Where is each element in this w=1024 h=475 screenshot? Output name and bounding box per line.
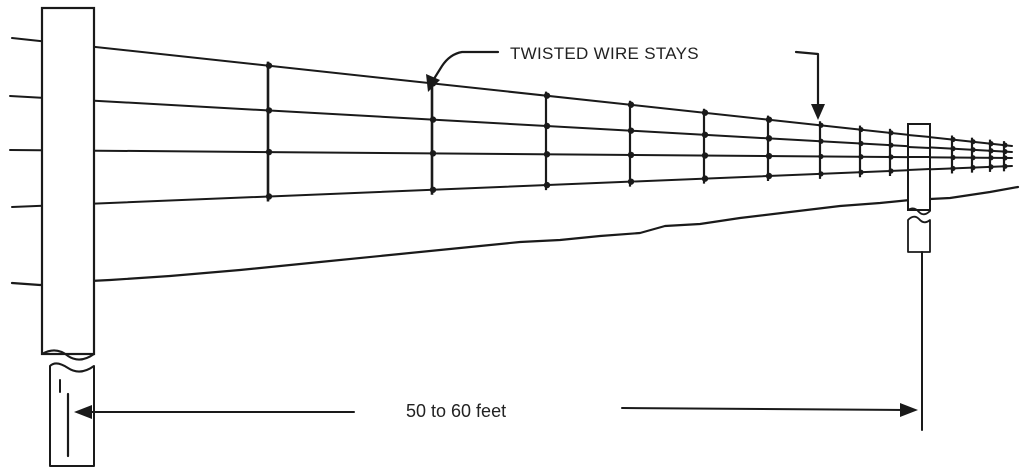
wire-stay-knot bbox=[765, 152, 773, 160]
wire-stay-knot bbox=[1002, 148, 1008, 155]
wire-stay-knot bbox=[970, 139, 976, 145]
wire-stay-knot bbox=[627, 127, 635, 134]
callout-arrows bbox=[426, 50, 825, 120]
arrowhead-left bbox=[426, 74, 440, 92]
fence-wire-1 bbox=[11, 37, 1013, 147]
fence-wire-4 bbox=[11, 165, 1013, 208]
wire-stay-knot bbox=[818, 153, 824, 160]
wire-stay-knot bbox=[950, 154, 956, 161]
wire-stay-knot bbox=[950, 136, 956, 143]
callout-arrow-right bbox=[794, 50, 820, 110]
dimension-arrowhead-right bbox=[900, 403, 918, 417]
wire-stay-knot bbox=[858, 126, 864, 133]
wire-stay-knot bbox=[888, 168, 894, 174]
wire-stay-knot bbox=[818, 171, 824, 177]
dimension-line bbox=[74, 403, 918, 419]
fence-wire-3 bbox=[9, 149, 1013, 159]
wire-stay-knot bbox=[543, 92, 551, 99]
wire-stay-knot bbox=[858, 154, 864, 160]
wire-stay-knot bbox=[950, 165, 956, 172]
wire-stay-knot bbox=[265, 107, 273, 114]
wire-stay-knot bbox=[543, 151, 551, 158]
right-line-post bbox=[907, 123, 931, 431]
wire-stay-knot bbox=[988, 164, 994, 170]
wire-stay-knot bbox=[701, 175, 709, 182]
left-end-post bbox=[40, 6, 96, 467]
wire-stay-knot bbox=[265, 148, 273, 156]
wire-stay-knot bbox=[888, 154, 894, 160]
wire-stay-knot bbox=[701, 152, 709, 159]
wire-stay-knot bbox=[1002, 163, 1008, 169]
wire-stay-knot bbox=[701, 131, 709, 138]
wire-stay-knot bbox=[988, 155, 994, 161]
wire-stay-knot bbox=[888, 142, 894, 148]
wire-stay-knot bbox=[765, 116, 773, 123]
wire-stay-knot bbox=[858, 140, 864, 147]
wire-stay-knot bbox=[818, 122, 824, 128]
wire-stay-knot bbox=[429, 150, 437, 157]
callout-label: TWISTED WIRE STAYS bbox=[510, 44, 699, 63]
wire-stay-knot bbox=[818, 138, 824, 144]
fence-wire-2 bbox=[9, 95, 1013, 153]
wire-stay-knot bbox=[970, 147, 976, 153]
wire-stay-knot bbox=[627, 101, 635, 108]
wire-stay-knot bbox=[429, 186, 437, 193]
callout-arrow-left bbox=[430, 50, 500, 84]
wire-stay-knot bbox=[543, 122, 551, 130]
wire-stay-knot bbox=[950, 146, 956, 152]
twisted-wire-stays bbox=[265, 61, 1008, 202]
arrowhead-right bbox=[811, 104, 825, 120]
dimension-label: 50 to 60 feet bbox=[406, 401, 506, 421]
wire-stay-knot bbox=[429, 116, 437, 123]
wire-stay-knot bbox=[701, 109, 709, 116]
ground-line bbox=[10, 185, 1020, 287]
wire-stay-knot bbox=[765, 135, 773, 142]
wire-stay-knot bbox=[265, 193, 273, 200]
wire-stay-knot bbox=[888, 130, 894, 136]
wire-stay-knot bbox=[265, 62, 273, 69]
wire-overlay bbox=[907, 134, 931, 171]
dimension-arrowhead-left bbox=[74, 405, 92, 419]
wire-stay-knot bbox=[970, 155, 976, 161]
wire-stay-knot bbox=[627, 151, 635, 159]
fence-wires bbox=[9, 37, 1013, 208]
wire-stay-knot bbox=[765, 172, 773, 180]
wire-stay-knot bbox=[1002, 155, 1008, 161]
wire-stay-knot bbox=[988, 141, 994, 147]
wire-stay-knot bbox=[1002, 142, 1008, 148]
wire-stay-knot bbox=[543, 181, 551, 189]
wire-stay-knot bbox=[627, 178, 635, 185]
wire-stay-knot bbox=[970, 165, 976, 171]
wire-stay-knot bbox=[988, 148, 994, 154]
wire-stay-knot bbox=[858, 169, 864, 175]
